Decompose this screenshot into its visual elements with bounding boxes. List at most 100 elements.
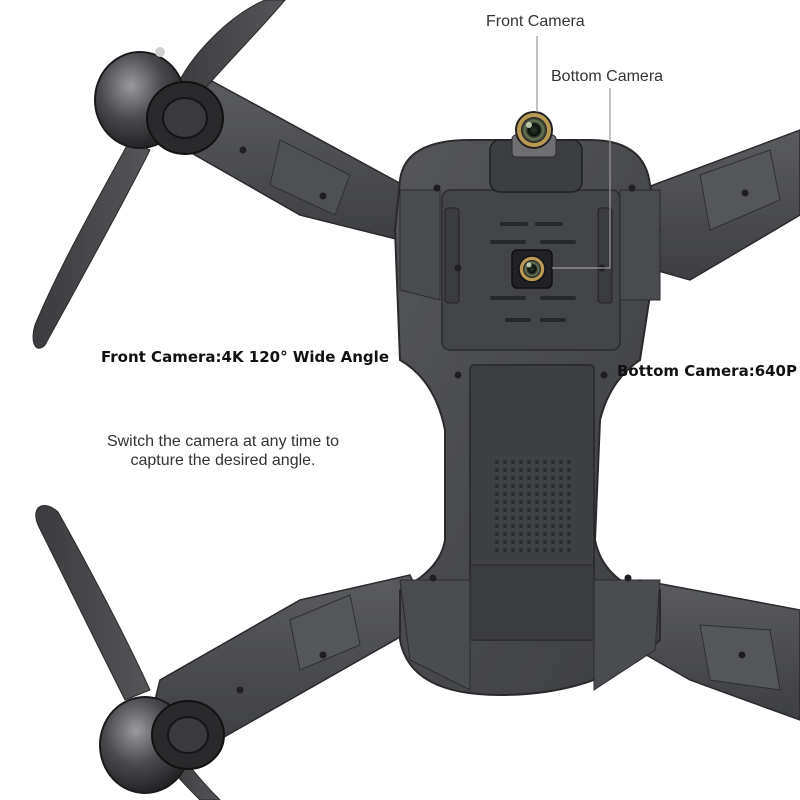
front-camera-callout-label: Front Camera xyxy=(486,13,585,30)
callout-lines xyxy=(536,36,611,269)
grip-dot xyxy=(519,548,523,552)
grip-dot xyxy=(495,468,499,472)
grip-dot xyxy=(527,500,531,504)
grip-dot xyxy=(551,524,555,528)
grip-dot xyxy=(559,460,563,464)
motor-top-left xyxy=(94,47,224,155)
grip-dot xyxy=(535,460,539,464)
motor-bottom-left xyxy=(99,696,225,794)
grip-dot xyxy=(503,460,507,464)
grip-dot xyxy=(519,524,523,528)
grip-dot xyxy=(527,548,531,552)
screw xyxy=(624,574,632,582)
grip-dot xyxy=(527,468,531,472)
grip-dot xyxy=(511,508,515,512)
grip-dot xyxy=(519,532,523,536)
grip-dot xyxy=(543,532,547,536)
grip-dot xyxy=(535,500,539,504)
grip-dot xyxy=(543,484,547,488)
grip-dot xyxy=(519,460,523,464)
grip-dot xyxy=(535,548,539,552)
grip-dot xyxy=(519,468,523,472)
grip-dot xyxy=(519,484,523,488)
grip-dot xyxy=(495,500,499,504)
grip-dot xyxy=(495,484,499,488)
grip-dot xyxy=(551,548,555,552)
grip-dot xyxy=(551,532,555,536)
grip-dot xyxy=(559,548,563,552)
grip-dot xyxy=(503,500,507,504)
switch-camera-note: Switch the camera at any time to capture… xyxy=(78,432,368,470)
grip-dot xyxy=(567,524,571,528)
switch-camera-note-line2: capture the desired angle. xyxy=(130,452,316,469)
grip-dot xyxy=(527,524,531,528)
grip-dot xyxy=(495,460,499,464)
grip-dot xyxy=(567,508,571,512)
grip-dot xyxy=(559,484,563,488)
grip-dot xyxy=(551,516,555,520)
screw xyxy=(454,371,462,379)
grip-dot xyxy=(567,500,571,504)
arm-bottom-left xyxy=(149,574,431,746)
grip-dot xyxy=(495,508,499,512)
grip-dot xyxy=(511,468,515,472)
grip-dot xyxy=(551,492,555,496)
screw xyxy=(741,189,749,197)
grip-dot xyxy=(503,524,507,528)
grip-dot xyxy=(495,532,499,536)
grip-dot xyxy=(559,476,563,480)
grip-dot xyxy=(559,508,563,512)
grip-dot xyxy=(559,500,563,504)
screw xyxy=(433,184,441,192)
grip-dot xyxy=(503,540,507,544)
grip-dot xyxy=(511,532,515,536)
grip-dot xyxy=(559,540,563,544)
grip-dot xyxy=(551,508,555,512)
grip-dot xyxy=(511,476,515,480)
grip-dot xyxy=(559,524,563,528)
grip-dot xyxy=(559,492,563,496)
grip-dot xyxy=(567,548,571,552)
grip-dot xyxy=(543,500,547,504)
grip-dot xyxy=(503,468,507,472)
grip-dot xyxy=(543,468,547,472)
grip-dot xyxy=(503,476,507,480)
screw xyxy=(239,146,247,154)
grip-dot xyxy=(503,508,507,512)
grip-dot xyxy=(543,476,547,480)
bottom-camera-lens xyxy=(511,249,553,289)
grip-dot xyxy=(543,548,547,552)
grip-dot xyxy=(519,476,523,480)
grip-dot xyxy=(543,492,547,496)
grip-dot xyxy=(495,524,499,528)
grip-dot xyxy=(527,484,531,488)
grip-dot xyxy=(543,524,547,528)
grip-dot xyxy=(527,492,531,496)
drone-body xyxy=(393,134,662,697)
bottom-camera-callout-label: Bottom Camera xyxy=(551,68,664,85)
grip-dot xyxy=(511,548,515,552)
grip-dot xyxy=(543,460,547,464)
grip-dot xyxy=(511,516,515,520)
grip-dot xyxy=(567,468,571,472)
screw xyxy=(319,651,327,659)
grip-dot xyxy=(527,540,531,544)
grip-dot xyxy=(527,516,531,520)
grip-dot xyxy=(527,532,531,536)
grip-dot xyxy=(535,476,539,480)
screw xyxy=(454,264,462,272)
grip-dot xyxy=(559,516,563,520)
grip-dot xyxy=(495,476,499,480)
grip-dot xyxy=(519,508,523,512)
grip-dot xyxy=(527,508,531,512)
grip-dot xyxy=(535,516,539,520)
arm-top-right xyxy=(619,129,800,281)
grip-dot xyxy=(543,516,547,520)
grip-dot xyxy=(519,540,523,544)
grip-dot xyxy=(535,492,539,496)
grip-dot xyxy=(535,484,539,488)
grip-dot xyxy=(559,468,563,472)
screw xyxy=(429,574,437,582)
grip-dot xyxy=(519,516,523,520)
grip-dot xyxy=(495,492,499,496)
